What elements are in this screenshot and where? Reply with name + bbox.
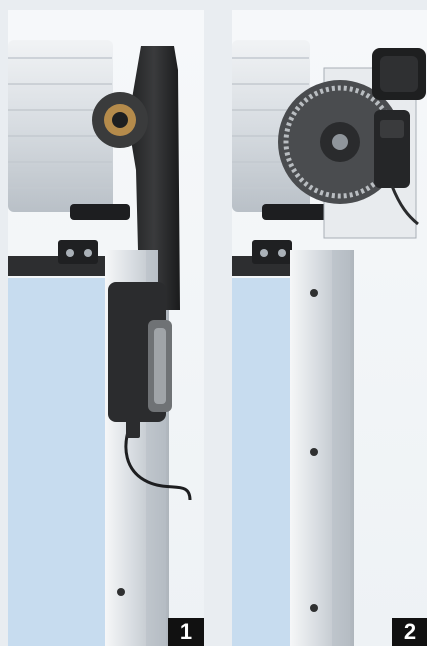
window-glass: [8, 278, 108, 646]
panel-1-number-badge: 1: [168, 618, 204, 646]
panel-2-photo: 2: [232, 10, 427, 646]
window-glass: [232, 278, 292, 646]
rail-screw: [310, 604, 318, 612]
power-cable: [390, 185, 419, 226]
roller-drum: [8, 40, 113, 212]
panel-2-number-badge: 2: [392, 618, 427, 646]
mounting-block: [58, 240, 98, 264]
rail-screw: [310, 448, 318, 456]
panel-2-illustration: [232, 40, 426, 646]
rail-screw: [310, 289, 318, 297]
power-cable: [124, 419, 192, 501]
panel-1-illustration: [8, 40, 192, 646]
panel-1-photo: 1: [8, 10, 204, 646]
axle: [70, 204, 130, 220]
mounting-block: [252, 240, 292, 264]
rail-screw: [117, 588, 125, 596]
